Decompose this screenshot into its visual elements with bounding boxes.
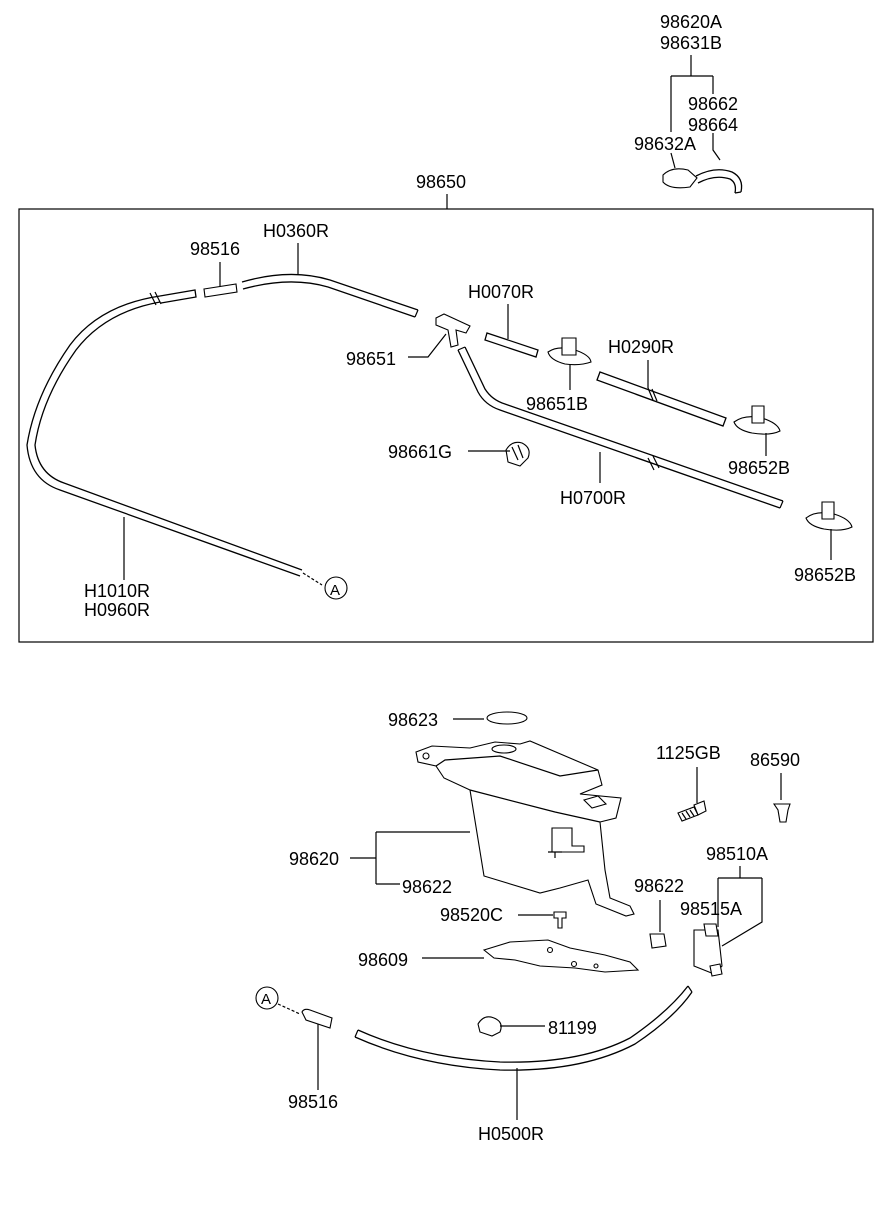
assembly-frame [18,208,874,643]
label-81199: 81199 [548,1018,597,1038]
label-98515A: 98515A [680,899,742,919]
label-98652B-1: 98652B [728,458,790,478]
label-98622-right: 98622 [634,876,684,896]
label-H0960R: H0960R [84,600,150,620]
label-98662: 98662 [688,94,738,114]
label-H0500R: H0500R [478,1124,544,1144]
label-H0360R: H0360R [263,221,329,241]
label-98651: 98651 [346,349,396,369]
label-98623: 98623 [388,710,438,730]
label-98632A: 98632A [634,134,696,154]
label-H0290R: H0290R [608,337,674,357]
label-98520C: 98520C [440,905,503,925]
label-98651B: 98651B [526,394,588,414]
label-H0700R: H0700R [560,488,626,508]
label-98516-bottom: 98516 [288,1092,338,1112]
label-H0070R: H0070R [468,282,534,302]
label-98661G: 98661G [388,442,452,462]
connector-a-top [324,576,348,600]
label-98631B: 98631B [660,33,722,53]
label-H1010R: H1010R [84,581,150,601]
reservoir-assembly: 98623 98620 98622 1125GB 86590 98510A 98… [255,710,800,1144]
label-98609: 98609 [358,950,408,970]
label-86590: 86590 [750,750,800,770]
label-98652B-2: 98652B [794,565,856,585]
label-98622-left: 98622 [402,877,452,897]
label-1125GB: 1125GB [656,743,721,763]
label-98516-top: 98516 [190,239,240,259]
label-98620A: 98620A [660,12,722,32]
label-98620: 98620 [289,849,339,869]
label-98510A: 98510A [706,844,768,864]
top-nozzle-assembly: 98620A 98631B 98662 98664 98632A [634,12,743,194]
label-98664: 98664 [688,115,738,135]
connector-a-bottom-label: A [261,991,271,1008]
connector-a-top-label: A [330,582,340,599]
connector-a-bottom [255,986,279,1010]
hose-assembly-box: 98650 98516 H0360R 98651 H0070R 98651B [18,172,874,643]
label-98650: 98650 [416,172,466,192]
